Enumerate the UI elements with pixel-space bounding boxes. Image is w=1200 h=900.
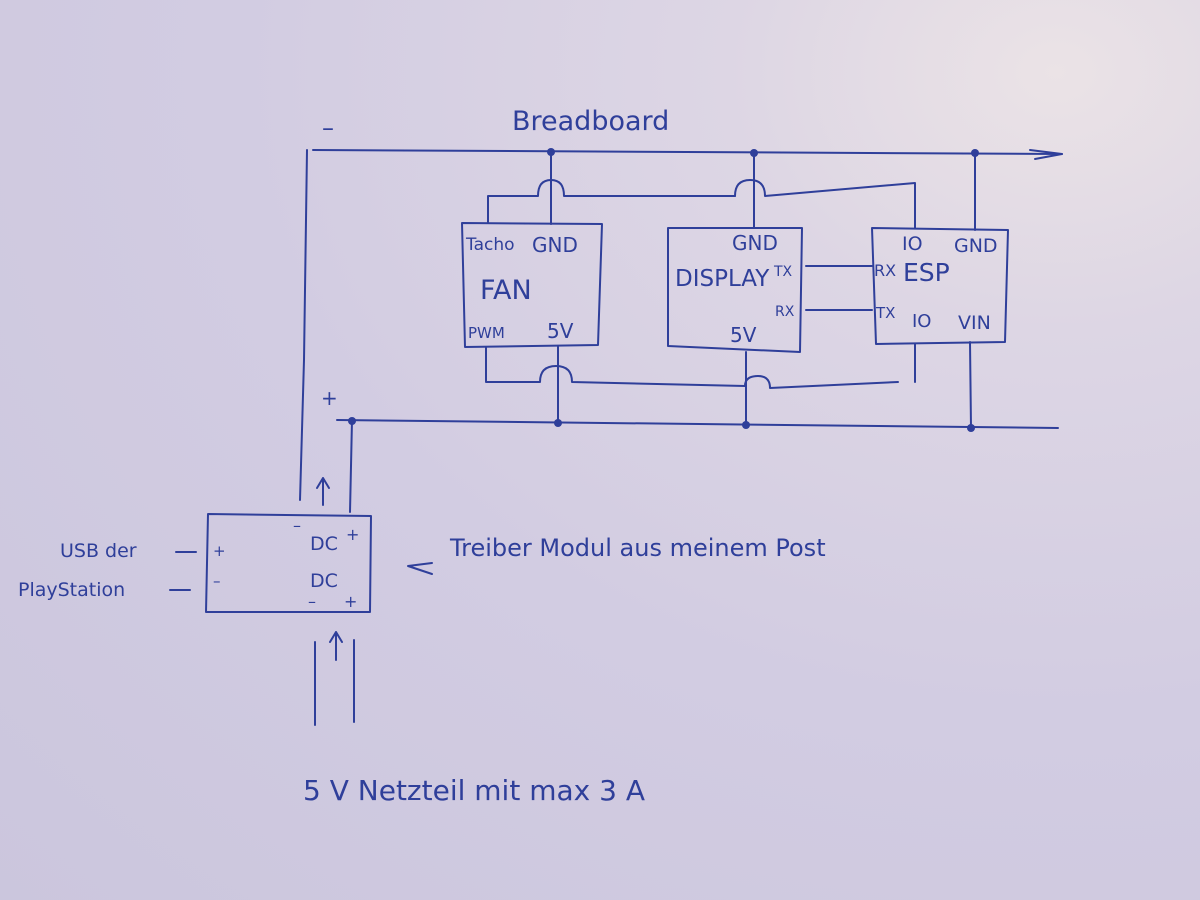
driver-in-minus: – [213,572,221,590]
fan-name: FAN [480,275,532,306]
driver-dc-bottom: DC [310,570,338,592]
power-supply-label: 5 V Netzteil mit max 3 A [303,774,645,807]
esp-module [871,152,1009,429]
vcc-rail [336,419,1059,429]
esp-rx-pin: RX [874,261,896,280]
rail-plus-label: + [321,386,338,410]
esp-gnd-pin: GND [954,235,998,257]
junction-dots [348,148,979,432]
fan-5v-pin: 5V [547,319,574,343]
display-rx-pin: RX [775,304,795,320]
fan-pwm-pin: PWM [468,324,505,342]
esp-io-top-pin: IO [902,233,923,255]
flow-arrow-up-right [329,631,343,661]
power-supply-input [314,631,355,726]
gnd-rail [312,149,1063,160]
usb-label-line2: PlayStation [18,579,125,601]
usb-label-line1: USB der [60,540,137,562]
esp-name: ESP [903,258,950,287]
fan-gnd-pin: GND [532,233,578,257]
display-tx-pin: TX [773,264,793,280]
gnd-feed-wire [299,149,308,501]
flow-arrow-up-left [316,477,330,506]
driver-dc-top-plus: + [346,525,359,544]
driver-dc-top: DC [310,533,338,555]
display-gnd-pin: GND [732,231,778,255]
driver-dc-bottom-minus: – [308,592,316,611]
driver-note: Treiber Modul aus meinem Post [449,534,826,562]
vcc-feed-wire [349,419,353,513]
driver-dc-bottom-plus: + [344,592,357,611]
display-name: DISPLAY [675,266,770,292]
display-module [667,152,916,426]
fan-module [461,151,746,424]
esp-vin-pin: VIN [958,312,991,334]
driver-dc-top-minus: – [293,516,301,535]
rail-minus-label: – [322,114,334,142]
driver-module [169,513,372,613]
fan-tacho-pin: Tacho [465,235,515,255]
esp-io-bottom-pin: IO [912,311,931,332]
driver-in-plus: + [213,542,226,560]
esp-tx-pin: TX [875,304,895,322]
note-arrow [407,562,433,575]
breadboard-label: Breadboard [512,106,669,137]
display-5v-pin: 5V [730,323,757,347]
